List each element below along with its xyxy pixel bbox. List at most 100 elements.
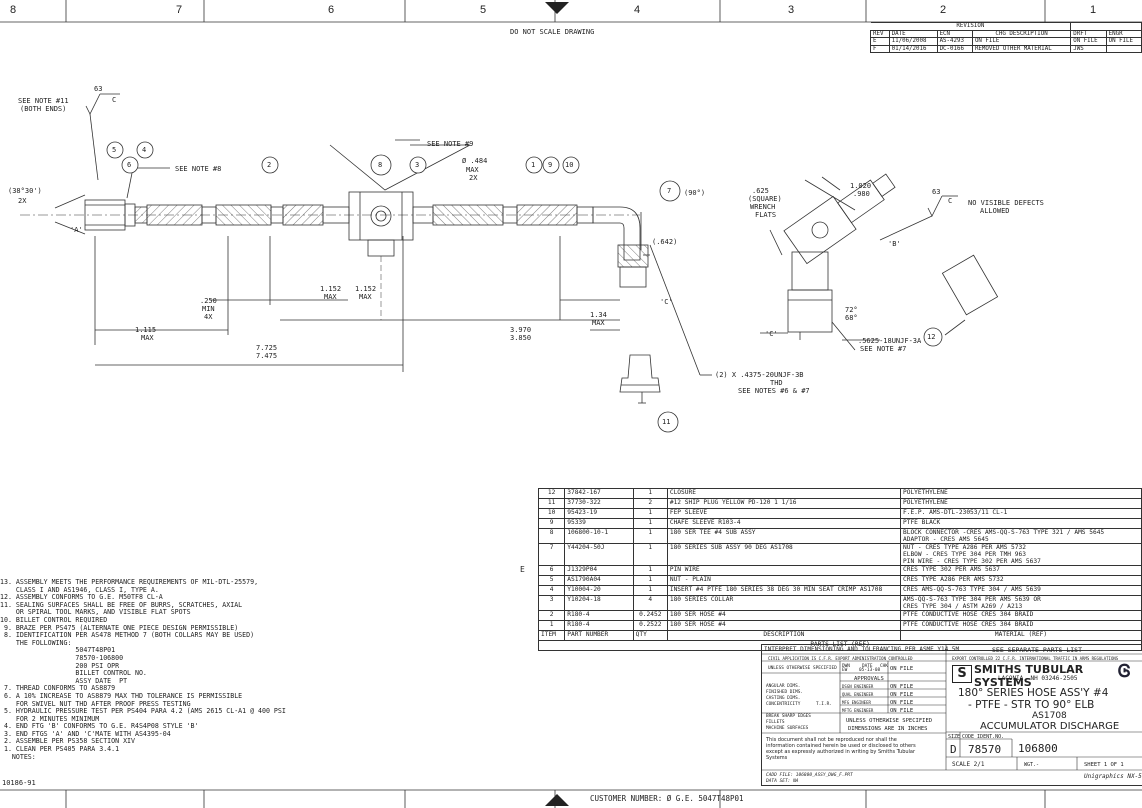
on-file-1: ON FILE [890,684,914,690]
zone-5: 5 [480,4,487,16]
bom-part-number: 37730-322 [564,498,634,509]
dims-inches-2: DIMENSIONS ARE IN INCHES [848,726,928,732]
bom-description: 180 SER TEE #4 SUB ASSY [666,528,902,544]
angle-2x: 2X [18,197,27,205]
note-line: 12. ASSEMBLY CONFORMS TO G.E. M50TF8 CL-… [0,593,163,602]
dia-max: MAX [466,166,479,174]
fillets: FILLETS [766,720,785,725]
bom-description: #12 SHIP PLUG YELLOW PD-120 1 1/16 [666,498,902,509]
bom-qty: 0.2452 [632,610,668,621]
bom-part-number: Y10204-18 [564,595,634,611]
bom-qty: 0.2522 [632,620,668,631]
bom-item: 3 [537,595,566,611]
code-label: CODE IDENT.NO. [962,734,1005,740]
balloon-1: 1 [531,161,536,169]
casting-dims: CASTING DIMS. [766,696,801,701]
bom-description: 180 SERIES COLLAR [666,595,902,611]
title-block: INTERPRET DIMENSIONING AND TOLERANCING P… [761,644,1142,786]
size-label: SIZE [948,734,961,740]
note-line: 10. BILLET CONTROL REQUIRED [0,615,108,624]
dim-3850: 3.850 [510,334,532,342]
bom-material: CRES TYPE A286 PER AMS 5732 [900,575,1142,586]
bom-header-qty: QTY [632,630,668,641]
balloon-7: 7 [667,187,672,195]
cadd-file: CADD FILE: 106800_ASSY_DWG_F.PRT [766,773,853,778]
dim-625: .625 [752,187,769,195]
balloon-8: 8 [378,161,383,169]
finish-c-right: C [948,197,953,205]
bom-material: POLYETHYLENE [900,498,1142,509]
on-file-4: ON FILE [890,708,914,714]
dim-1152b-max: MAX [359,293,372,301]
machine-surfaces: MACHINE SURFACES [766,726,809,731]
tir: T.I.R. [816,702,832,707]
tee-block [348,191,414,241]
dim-250-min: MIN [202,305,215,313]
see-note-9: SEE NOTE #9 [427,140,474,148]
ref-c: 'C' [660,298,673,306]
bom-material: PTFE CONDUCTIVE HOSE CRES 304 BRAID [900,610,1142,621]
dim-250: .250 [200,297,217,305]
note-line: FOR SWIVEL NUT THD AFTER PROOF PRESS TES… [0,699,191,708]
note-line: 6. A 10% INCREASE TO AS8879 MAX THD TOLE… [0,691,243,700]
unless-specified: UNLESS OTHERWISE SPECIFIED [768,666,837,671]
sheet: SHEET 1 OF 1 [1084,762,1124,768]
thd: THD [770,379,783,387]
dim-642: (.642) [652,238,678,246]
balloon [261,156,279,174]
bom-item: 2 [537,610,566,621]
company-location: LACONIA, NH 03246-2505 [998,675,1078,682]
bom-description: INSERT #4 PTFE 180 SERIES 38 DEG 30 MIN … [666,585,902,596]
bom-material: PTFE CONDUCTIVE HOSE CRES 304 BRAID [900,620,1142,631]
do-not-scale-note: DO NOT SCALE DRAWING [510,28,595,36]
zone-6: 6 [328,4,335,16]
balloon [409,156,427,174]
chk-on-file: ON FILE [890,666,914,672]
dim-1115-max: MAX [141,334,154,342]
bom-header-part: PART NUMBER [564,630,634,641]
dim-7475: 7.475 [256,352,278,360]
zone-8: 8 [10,4,17,16]
ref-a: 'A' [70,226,83,234]
bom-item: 4 [537,585,566,596]
zone-7: 7 [176,4,183,16]
bom-part-number: Y10004-20 [564,585,634,596]
dim-flats: FLATS [755,211,777,219]
balloon-12: 12 [927,333,936,341]
bom-item: 5 [537,575,566,586]
title-block-lines [762,645,1142,771]
bom-description: PIN WIRE [666,565,902,576]
bom-item: 10 [537,508,566,519]
note-line: 13. ASSEMBLY MEETS THE PERFORMANCE REQUI… [0,578,259,586]
see-note-11: SEE NOTE #11 [18,97,69,105]
deg-68: 68° [845,314,858,322]
bom-part-number: 37842-167 [564,488,634,499]
general-notes: 13. ASSEMBLY MEETS THE PERFORMANCE REQUI… [0,578,286,761]
see-notes-6-7: SEE NOTES #6 & #7 [738,387,810,395]
title-line-2: - PTFE - STR TO 90° ELB [968,699,1095,711]
on-file-2: ON FILE [890,692,914,698]
bom-part-number: J1329P04 [564,565,634,576]
angle-38: (38°30') [8,187,42,195]
balloon-10: 10 [565,161,574,169]
bom-qty: 1 [632,488,668,499]
deg-72: 72° [845,306,858,314]
zone-letter-e: E [520,565,525,574]
bom-description: 180 SER HOSE #4 [666,610,902,621]
civil-application: CIVIL APPLICATION IS C.F.R. EXPORT ADMIN… [768,656,913,661]
bom-qty: 1 [632,575,668,586]
dim-1115: 1.115 [135,326,157,334]
hose-assembly-drawing [20,93,999,433]
center-arrow-top [545,2,569,14]
dim-250-4x: 4X [204,313,213,321]
rev-cell [1105,44,1142,53]
bom-item: 6 [537,565,566,576]
dim-square: (SQUARE) [748,195,782,203]
bom-description: NUT - PLAIN [666,575,902,586]
